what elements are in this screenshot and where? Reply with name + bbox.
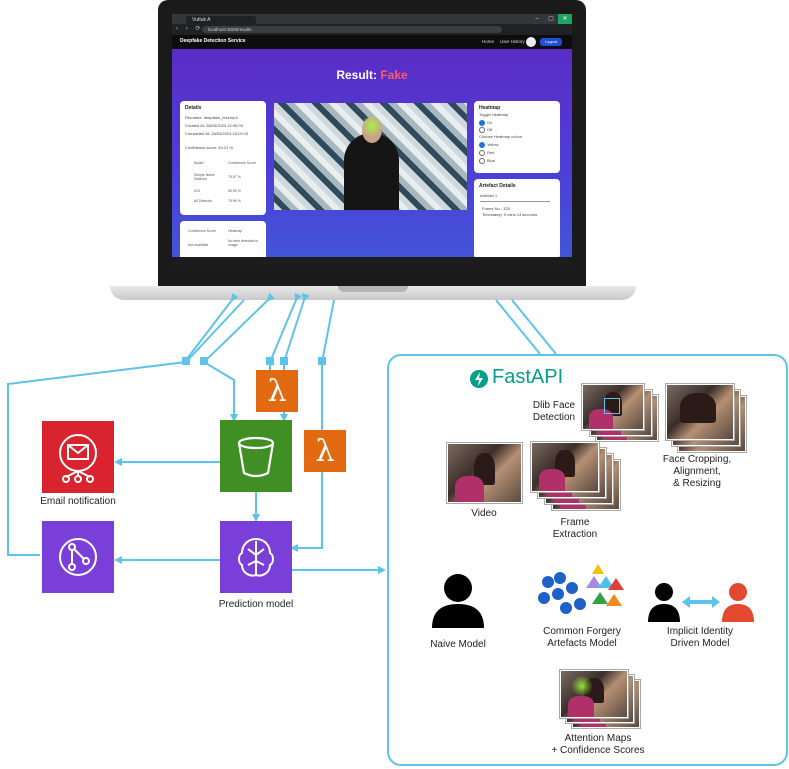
common-forgery-label: Common Forgery Artefacts Model (543, 626, 621, 649)
heatmap-card: Heatmap Toggle Heatmap On Off Choose Hea… (474, 101, 560, 173)
table-row-model: All Detector (194, 199, 213, 203)
taskbar (172, 257, 572, 268)
nav-arrows-icon[interactable]: ‹ › ⟳ (176, 26, 204, 32)
table-header-model: Model (194, 161, 204, 165)
details-card: Details Filename: deepfake_test.mp4 Crea… (180, 101, 266, 215)
video-label: Video (471, 508, 497, 519)
implicit-identity-label: Implicit Identity Driven Model (666, 626, 734, 649)
step-functions-icon (42, 521, 114, 593)
lambda-icon: λ (304, 430, 346, 472)
result-heading: Result: Fake (172, 68, 572, 82)
fastapi-panel (387, 354, 788, 766)
artefact-timestamp: Timestamp: 0 mins 14 seconds (482, 212, 538, 217)
identity-icon (648, 583, 754, 622)
email-label: Email notification (40, 496, 116, 507)
fastapi-brand: FastAPI (492, 366, 564, 388)
connector-step-functions (7, 299, 245, 556)
nav-home-link[interactable]: Home (482, 39, 495, 44)
table-row-score: 75.67 % (228, 175, 241, 179)
table-header-score: Confidence Score (228, 161, 256, 165)
table-row-score: 50.99 % (228, 189, 241, 193)
details-created: Created At: 28/03/2024 12:00:03 (185, 123, 243, 128)
color-red-radio[interactable]: Red (479, 150, 494, 156)
attention-overlay (570, 676, 594, 696)
face-box (604, 398, 620, 414)
sns-email-icon (42, 421, 114, 493)
connector-laptop-in-1 (185, 292, 239, 361)
browser-toolbar: ‹ › ⟳ localhost:3000/results (172, 24, 572, 35)
frame-row-heatmap: No face detected in image (228, 239, 259, 247)
attention-label: Attention Maps + Confidence Scores (551, 733, 645, 756)
frame-row-score: Not Available (188, 243, 209, 247)
table-row-model: ICD (194, 189, 201, 193)
video-frame (447, 443, 522, 503)
app-body: Result: Fake Details Filename: deepfake_… (172, 49, 572, 268)
table-row-score: 75.96 % (228, 199, 241, 203)
browser-tabbar: Vuttuk A – ▢ ✕ (172, 14, 572, 24)
maximize-button[interactable]: ▢ (548, 16, 554, 22)
attention-frame (560, 670, 628, 718)
dlib-label: Dlib Face Detection (532, 400, 576, 423)
frame-extraction-label: Frame Extraction (552, 517, 598, 540)
connector-laptop-fastapi-2 (511, 299, 557, 355)
heatmap-off-radio[interactable]: Off (479, 127, 492, 133)
close-button[interactable]: ✕ (558, 14, 572, 24)
speaker-figure (344, 133, 399, 210)
artefact-title: Artefact Details (479, 183, 516, 189)
connector-bucket-in (202, 292, 276, 422)
color-yellow-radio[interactable]: Yellow (479, 142, 498, 148)
crop-frame (666, 384, 734, 440)
connector-prediction-in (290, 299, 335, 552)
url-bar[interactable]: localhost:3000/results (202, 26, 502, 33)
artefact-select[interactable]: Artefact 1 (480, 193, 550, 202)
artefacts-icon (538, 564, 624, 614)
minimize-button[interactable]: – (535, 16, 539, 22)
person-icon (432, 574, 484, 628)
artefact-frame-no: Frame No.: 325 (482, 206, 510, 211)
color-blue-radio[interactable]: Blue (479, 158, 495, 164)
laptop-screen: Vuttuk A – ▢ ✕ ‹ › ⟳ localhost:3000/resu… (172, 14, 572, 268)
frame-header-score: Confidence Score (188, 229, 216, 233)
avatar[interactable] (526, 37, 536, 47)
artefact-card: Artefact Details Artefact 1 Frame No.: 3… (474, 179, 560, 259)
result-prefix: Result: (336, 68, 377, 82)
app-header: Deepfake Detection Service Home User His… (172, 35, 572, 49)
heatmap-overlay (360, 115, 384, 137)
heatmap-title: Heatmap (479, 105, 501, 111)
result-value: Fake (380, 68, 408, 82)
details-filename: Filename: deepfake_test.mp4 (185, 115, 238, 120)
fastapi-logo-icon (470, 370, 488, 388)
s3-bucket-icon (220, 420, 292, 492)
sagemaker-icon (220, 521, 292, 593)
details-title: Details (185, 105, 202, 111)
heatmap-on-radio[interactable]: On (479, 120, 492, 126)
app-title: Deepfake Detection Service (180, 38, 246, 44)
frame-header-heatmap: Heatmap (228, 229, 243, 233)
table-row-model: Simple Naive Detector (194, 173, 215, 181)
details-completed: Completed At: 28/03/2024 15:19:03 (185, 131, 248, 136)
logout-button[interactable]: Logout (540, 38, 562, 46)
lambda-icon: λ (256, 370, 298, 412)
heatmap-toggle-label: Toggle Heatmap (479, 112, 509, 117)
connector-laptop-fastapi-1 (495, 299, 541, 355)
laptop-notch (338, 286, 408, 292)
extract-frame (531, 442, 599, 492)
dlib-frame (582, 384, 644, 430)
browser-tab[interactable]: Vuttuk A (186, 16, 256, 24)
heatmap-color-label: Choose Heatmap colour (479, 134, 523, 139)
details-confidence[interactable]: Confidence score: 64.21 % (185, 145, 234, 150)
window-controls: – ▢ ✕ (530, 14, 572, 24)
naive-model-label: Naive Model (430, 639, 486, 650)
video-player[interactable] (274, 103, 467, 210)
nav-history-link[interactable]: User History (500, 39, 525, 44)
crop-label: Face Cropping, Alignment, & Resizing (662, 454, 732, 489)
prediction-label: Prediction model (218, 599, 294, 610)
